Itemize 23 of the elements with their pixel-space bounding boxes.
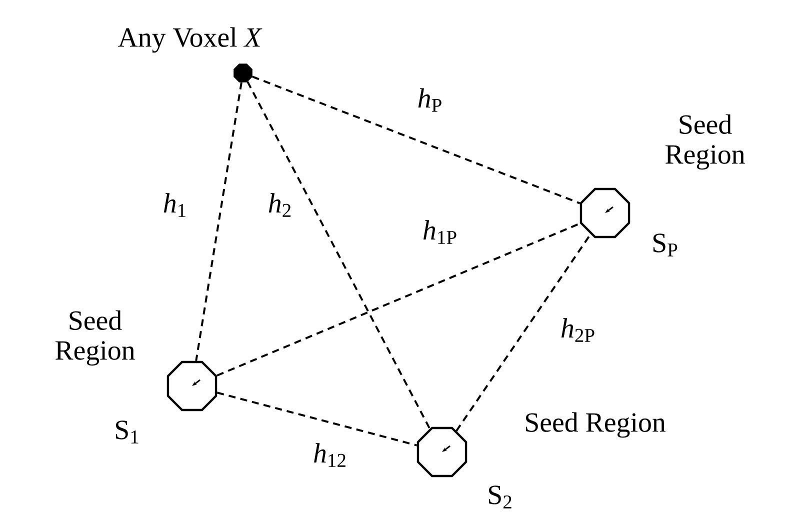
edge-label: h$_{1}$ bbox=[162, 192, 188, 218]
region-name: S$_{1}$ bbox=[116, 420, 138, 444]
dashed-line bbox=[246, 81, 431, 430]
region-label: Seed Region bbox=[526, 412, 666, 438]
dashed-line bbox=[195, 82, 242, 362]
seed-region-octagon bbox=[580, 188, 630, 238]
edge-label: h$_{P}$ bbox=[416, 87, 444, 113]
voxel-point bbox=[234, 64, 252, 82]
dashed-line bbox=[216, 392, 418, 446]
edge-label: h$_{2P}$ bbox=[559, 317, 597, 343]
dashed-line bbox=[252, 76, 580, 204]
seed-region-octagon bbox=[416, 426, 468, 478]
edge-label: h$_{12}$ bbox=[312, 442, 348, 468]
seed-region-octagon bbox=[166, 360, 218, 412]
dashed-line bbox=[456, 234, 592, 432]
region-name: S$_{2}$ bbox=[488, 486, 512, 508]
edge-label: h$_{1P}$ bbox=[421, 219, 459, 245]
region-label: Seed Region bbox=[56, 310, 135, 366]
dashed-line bbox=[216, 222, 580, 376]
region-name: S$_{P}$ bbox=[653, 234, 678, 256]
region-label: Seed Region bbox=[666, 114, 745, 170]
edge-label: h$_{2}$ bbox=[266, 192, 294, 218]
voxel-label: Any Voxel X bbox=[118, 27, 262, 53]
